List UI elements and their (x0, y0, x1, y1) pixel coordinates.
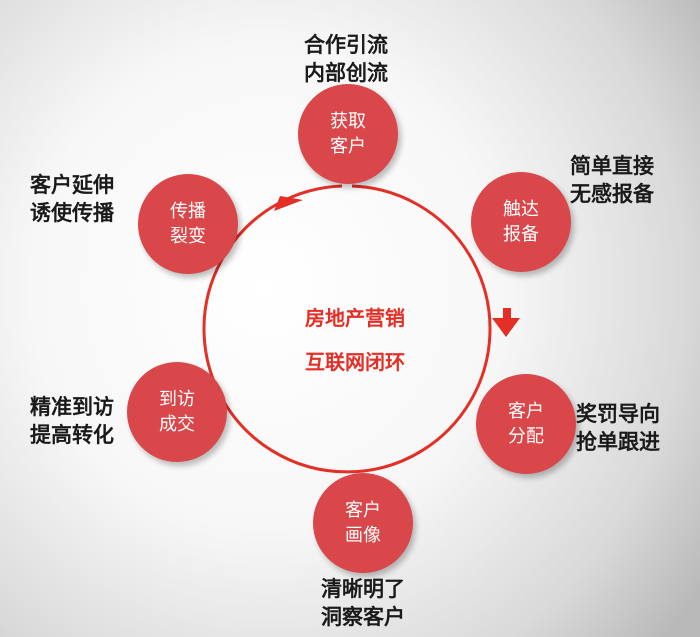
node-acquire-line-1: 获取 (330, 111, 366, 132)
arrow-icon-top (274, 196, 303, 211)
note-spread: 客户延伸 诱使传播 (30, 171, 114, 227)
center-title: 房地产营销 互联网闭环 (275, 296, 435, 384)
node-reach-line-1: 触达 (503, 199, 539, 220)
note-acquire-line-1: 合作引流 (304, 33, 388, 57)
node-visit: 到访 成交 (127, 362, 227, 462)
note-portrait: 清晰明了 洞察客户 (321, 575, 405, 631)
note-spread-line-2: 诱使传播 (30, 201, 114, 225)
note-visit-line-1: 精准到访 (30, 395, 114, 419)
node-spread-line-2: 裂变 (170, 226, 206, 247)
note-reach-line-2: 无感报备 (570, 182, 654, 206)
note-visit-line-2: 提高转化 (30, 423, 114, 447)
note-visit: 精准到访 提高转化 (30, 393, 114, 449)
arrow-icon-right (492, 308, 520, 337)
node-spread: 传播 裂变 (138, 174, 238, 274)
note-assign-line-2: 抢单跟进 (576, 430, 660, 454)
node-portrait-line-1: 客户 (345, 500, 381, 521)
node-reach: 触达 报备 (471, 172, 571, 272)
note-portrait-line-2: 洞察客户 (321, 605, 405, 629)
node-acquire-line-2: 客户 (330, 136, 366, 157)
note-acquire-line-2: 内部创流 (304, 61, 388, 85)
node-visit-line-2: 成交 (159, 414, 195, 435)
node-spread-line-1: 传播 (170, 201, 206, 222)
node-acquire: 获取 客户 (298, 84, 398, 184)
note-reach: 简单直接 无感报备 (570, 152, 654, 208)
node-reach-line-2: 报备 (503, 224, 539, 245)
note-acquire: 合作引流 内部创流 (304, 31, 388, 87)
node-assign-line-1: 客户 (508, 401, 544, 422)
note-spread-line-1: 客户延伸 (30, 173, 114, 197)
note-portrait-line-1: 清晰明了 (321, 577, 405, 601)
node-portrait-line-2: 画像 (345, 525, 381, 546)
node-visit-line-1: 到访 (159, 389, 195, 410)
node-portrait: 客户 画像 (313, 473, 413, 573)
note-reach-line-1: 简单直接 (570, 154, 654, 178)
note-assign: 奖罚导向 抢单跟进 (576, 400, 660, 456)
node-assign: 客户 分配 (476, 374, 576, 474)
center-title-line-1: 房地产营销 (305, 306, 405, 330)
note-assign-line-1: 奖罚导向 (576, 402, 660, 426)
center-title-line-2: 互联网闭环 (305, 350, 405, 374)
node-assign-line-2: 分配 (508, 426, 544, 447)
